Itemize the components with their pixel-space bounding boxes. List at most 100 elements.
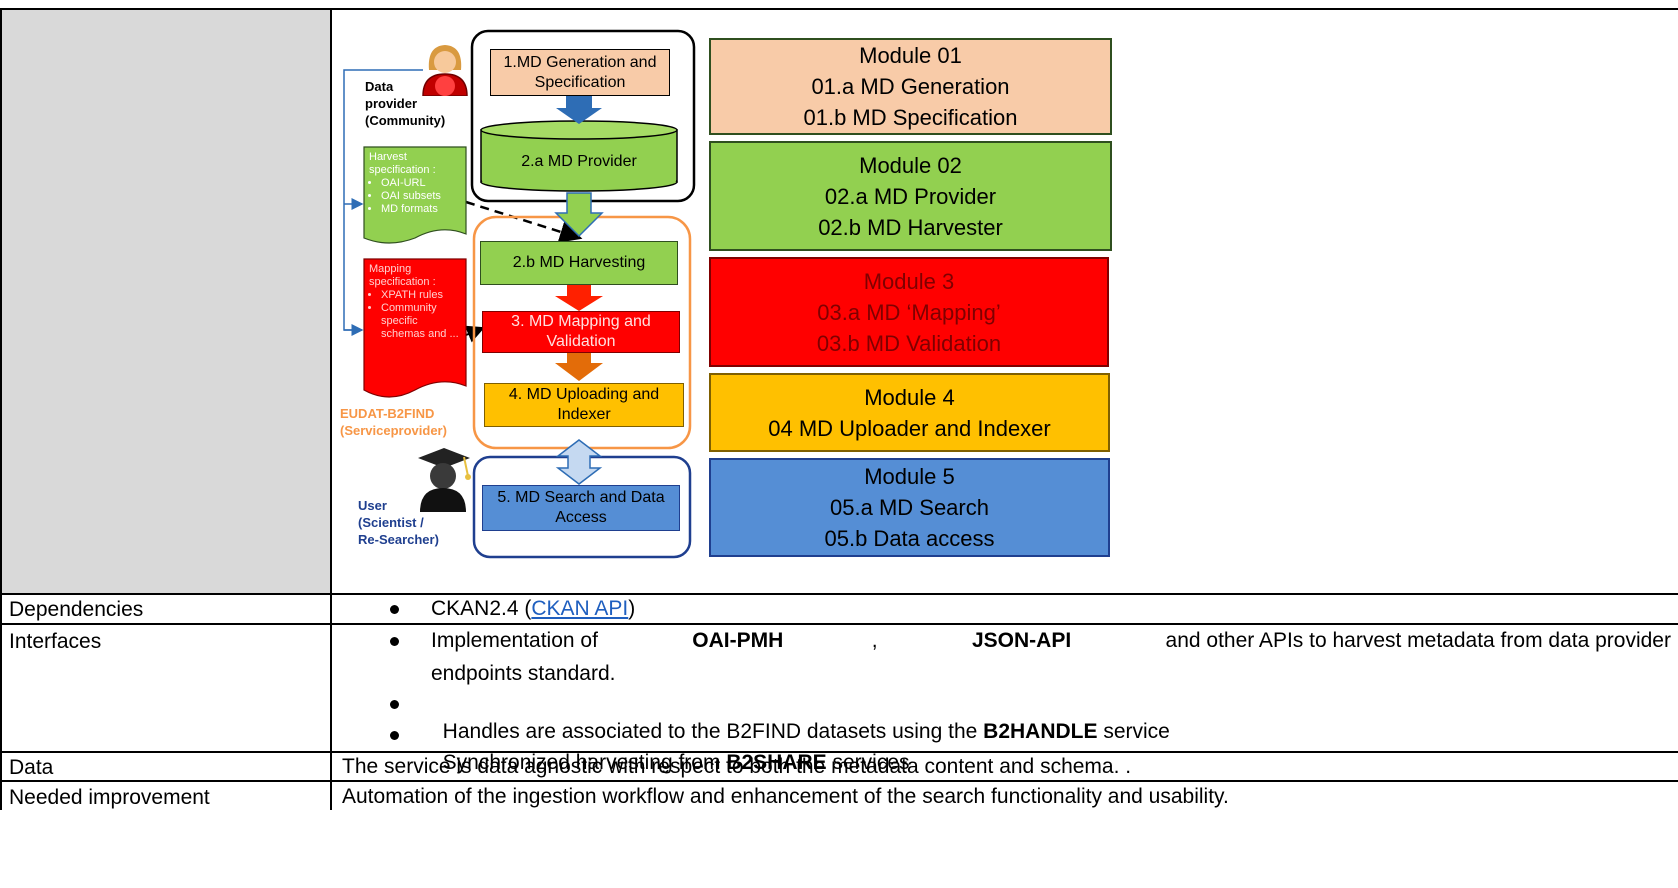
needed-improvement-description: Automation of the ingestion workflow and… — [342, 785, 1229, 808]
harvest-spec-item: OAI-URL — [381, 177, 464, 190]
table-border-row4 — [0, 780, 1678, 782]
arrow-2a-to-2b — [554, 192, 604, 238]
dependencies-close: ) — [628, 597, 636, 620]
user-label: User (Scientist / Re-Searcher) — [358, 497, 468, 548]
interfaces-bullet-3: Synchronized harvesting from B2SHARE ser… — [431, 721, 910, 777]
bullet-icon — [390, 605, 399, 614]
provider-line-3: (Community) — [365, 113, 446, 128]
step-4-label: 4. MD Uploading and Indexer — [508, 386, 660, 423]
service-label: EUDAT-B2FIND (Serviceprovider) — [340, 405, 480, 439]
bullet-icon — [390, 731, 399, 740]
text-run: and other APIs to harvest metadata from … — [1159, 629, 1671, 652]
module-line: 05.b Data access — [824, 526, 995, 551]
module-02-box: Module 02 02.a MD Provider 02.b MD Harve… — [709, 141, 1112, 251]
text-run-bold: B2HANDLE — [983, 720, 1098, 743]
module-5-box: Module 5 05.a MD Search 05.b Data access — [709, 458, 1110, 557]
harvest-spec-shape — [363, 146, 467, 244]
text-run-bold: B2SHARE — [726, 751, 827, 774]
module-line: 03.b MD Validation — [816, 330, 1002, 356]
text-run: Implementation of — [431, 629, 604, 652]
bullet-icon — [390, 637, 399, 646]
ckan-api-link[interactable]: CKAN API — [531, 597, 629, 620]
harvest-spec-note: Harvest specification : OAI-URL OAI subs… — [369, 151, 464, 216]
module-line: 01.b MD Specification — [803, 105, 1018, 130]
text-run: services — [826, 751, 910, 774]
step-2a-label: 2.a MD Provider — [521, 153, 637, 170]
text-run: Synchronized harvesting from — [442, 751, 727, 774]
text-run: service — [1097, 720, 1170, 743]
module-line: 05.a MD Search — [830, 495, 989, 520]
step-3-label: 3. MD Mapping and Validation — [511, 313, 651, 350]
graduate-user-icon — [414, 444, 472, 512]
module-line: Module 02 — [859, 152, 962, 178]
module-line: Module 01 — [859, 43, 962, 68]
harvest-spec-title: Harvest specification : — [369, 151, 436, 176]
step-1-box: 1.MD Generation and Specification — [490, 49, 670, 96]
table-border-row2 — [0, 623, 1678, 625]
module-line: Module 4 — [864, 384, 955, 410]
data-description: The service is data agnostic with respec… — [342, 755, 1132, 778]
arrow-1-to-2a — [556, 96, 602, 124]
step-3-box: 3. MD Mapping and Validation — [482, 311, 680, 353]
table-border-left — [0, 8, 2, 810]
step-4-box: 4. MD Uploading and Indexer — [484, 383, 684, 427]
interfaces-bullet-2: Handles are associated to the B2FIND dat… — [431, 690, 1170, 746]
provider-line-1: Data — [365, 79, 394, 94]
row-label-data: Data — [9, 756, 54, 779]
header-label-cell — [2, 10, 330, 593]
step-5-box: 5. MD Search and Data Access — [482, 485, 680, 531]
table-border-row1 — [0, 593, 1678, 595]
row-label-interfaces: Interfaces — [9, 630, 102, 653]
mapping-spec-item: XPATH rules — [381, 289, 461, 302]
step-2b-label: 2.b MD Harvesting — [512, 254, 646, 271]
harvest-spec-item: MD formats — [381, 203, 464, 216]
text-run: , — [871, 629, 884, 652]
user-line-1: User — [358, 498, 387, 513]
dependencies-text: CKAN2.4 ( — [431, 597, 532, 620]
user-line-3: Re-Searcher) — [358, 532, 439, 547]
interfaces-bullet-1-cont: endpoints standard. — [431, 662, 616, 685]
harvest-dashed-arrow — [465, 200, 583, 243]
module-line: Module 5 — [864, 464, 955, 489]
row-label-dependencies: Dependencies — [9, 598, 144, 621]
arrow-3-to-4 — [555, 352, 603, 381]
md-provider-cylinder — [480, 120, 678, 192]
provider-line-2: provider — [365, 96, 418, 111]
text-run: Handles are associated to the B2FIND dat… — [442, 720, 984, 743]
step-2b-box: 2.b MD Harvesting — [480, 241, 678, 285]
module-01-box: Module 01 01.a MD Generation 01.b MD Spe… — [709, 38, 1112, 135]
table-border-top — [0, 8, 1678, 10]
user-line-2: (Scientist / — [358, 515, 424, 530]
text-run-bold: JSON-API — [971, 629, 1072, 652]
interfaces-bullet-1: Implementation of OAI-PMH, JSON-API and … — [431, 627, 1671, 655]
mapping-spec-item: Community specific schemas and ... — [381, 302, 461, 341]
service-line-2: (Serviceprovider) — [340, 423, 447, 438]
row-label-needed-improvement: Needed improvement — [9, 786, 210, 809]
table-border-middle — [330, 8, 332, 810]
module-line: 04 MD Uploader and Indexer — [768, 415, 1051, 441]
arrow-4-to-5 — [555, 439, 603, 485]
step-5-label: 5. MD Search and Data Access — [497, 489, 665, 526]
mapping-spec-title: Mapping specification : — [369, 263, 436, 288]
module-4-box: Module 4 04 MD Uploader and Indexer — [709, 373, 1110, 452]
module-line: 03.a MD ‘Mapping’ — [817, 299, 1001, 325]
text-run-bold: OAI-PMH — [692, 629, 784, 652]
module-line: 01.a MD Generation — [811, 74, 1010, 99]
step-1-label: 1.MD Generation and Specification — [503, 53, 657, 91]
dependencies-bullet: CKAN2.4 (CKAN API) — [431, 595, 635, 623]
service-line-1: EUDAT-B2FIND — [340, 406, 435, 421]
step-2a-label-wrap: 2.a MD Provider — [481, 145, 677, 179]
provider-label: Data provider (Community) — [365, 78, 465, 129]
module-line: Module 3 — [863, 268, 955, 294]
module-3-box: Module 3 03.a MD ‘Mapping’ 03.b MD Valid… — [709, 257, 1109, 367]
module-line: 02.a MD Provider — [824, 183, 997, 209]
provider-avatar-icon — [417, 40, 473, 97]
module-line: 02.b MD Harvester — [818, 214, 1003, 240]
mapping-spec-shape — [363, 258, 467, 398]
bullet-icon — [390, 700, 399, 709]
mapping-spec-note: Mapping specification : XPATH rules Comm… — [369, 263, 461, 341]
arrow-2b-to-3 — [555, 285, 603, 311]
table-border-row3 — [0, 751, 1678, 753]
harvest-spec-item: OAI subsets — [381, 190, 464, 203]
